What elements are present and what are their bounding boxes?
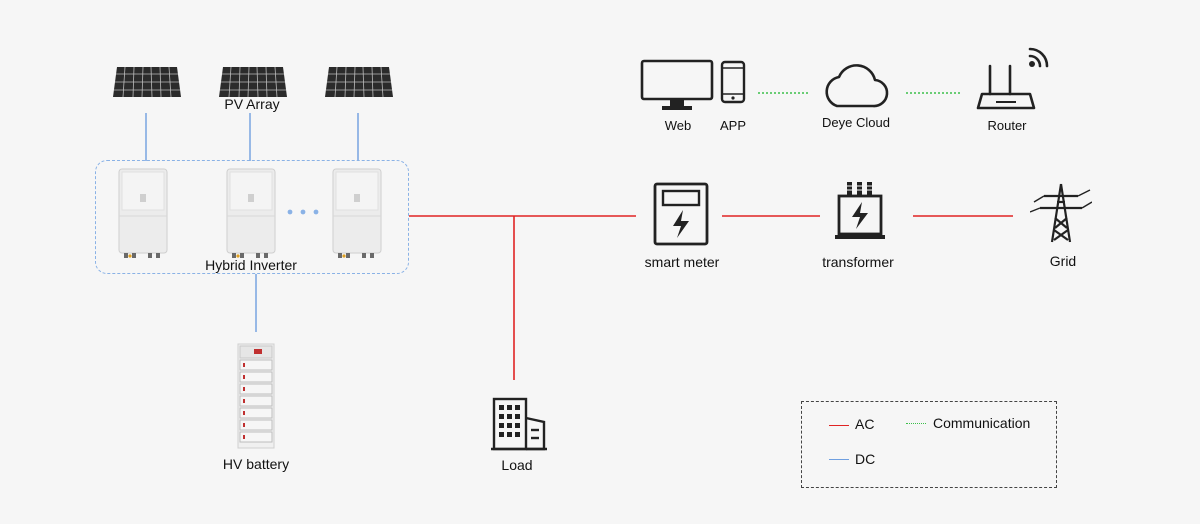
transformer-icon [835, 182, 885, 239]
solar-panel-icon [219, 66, 287, 98]
router-label: Router [987, 118, 1027, 133]
inverter-icon [118, 168, 168, 258]
transformer-label: transformer [822, 254, 894, 270]
cloud-icon [825, 64, 889, 108]
smart-meter-icon [653, 182, 709, 246]
monitor-icon [640, 59, 714, 110]
solar-panel-icon [325, 66, 393, 98]
power-tower-icon [1030, 183, 1092, 243]
smart-meter-label: smart meter [644, 254, 720, 270]
web-label: Web [664, 118, 692, 133]
ellipsis-icon [287, 209, 319, 215]
inverter-icon [226, 168, 276, 258]
grid-label: Grid [1049, 253, 1077, 269]
legend-communication-label: Communication [933, 415, 1031, 431]
inverter-group [95, 160, 409, 274]
legend: AC Communication DC [801, 401, 1057, 488]
deye-cloud-label: Deye Cloud [822, 115, 890, 130]
pv-array-label: PV Array [224, 96, 280, 112]
battery-rack-icon [237, 343, 275, 449]
app-label: APP [719, 118, 747, 133]
legend-ac-label: AC [855, 416, 875, 432]
legend-dc-label: DC [855, 451, 876, 467]
ac-lines [409, 215, 1013, 380]
legend-dc-swatch [829, 459, 849, 460]
router-icon [976, 47, 1049, 110]
building-icon [491, 397, 547, 451]
legend-ac-swatch [829, 425, 849, 426]
hybrid-inverter-label: Hybrid Inverter [205, 257, 297, 273]
phone-icon [720, 60, 746, 104]
hv-battery-label: HV battery [222, 456, 290, 472]
inverter-icon [332, 168, 382, 258]
dc-lines [145, 113, 359, 332]
load-label: Load [501, 457, 533, 473]
legend-communication-swatch [906, 423, 926, 424]
solar-panel-icon [113, 66, 181, 98]
